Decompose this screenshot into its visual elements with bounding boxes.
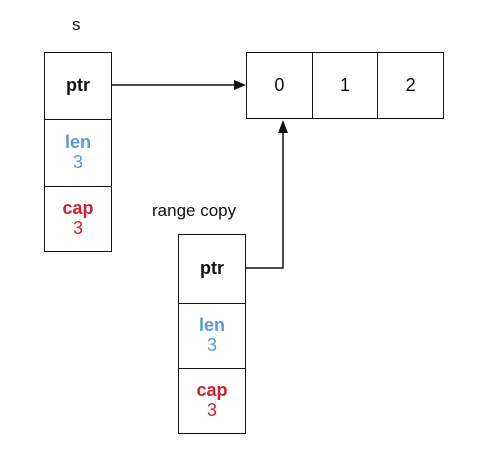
range-copy-cap-value: 3	[206, 400, 217, 420]
range-copy-label: range copy	[152, 201, 237, 220]
slice-s-ptr-label: ptr	[66, 75, 90, 96]
slice-s-cap-field: cap 3	[45, 186, 111, 251]
range-copy-len-label: len	[198, 315, 225, 336]
range-copy-ptr-arrow-line	[246, 131, 284, 269]
range-copy-len-field: len 3	[179, 303, 245, 368]
array-element-2: 2	[377, 53, 443, 118]
range-copy-cap-label: cap	[196, 380, 228, 401]
array-element-1: 1	[311, 53, 378, 118]
slice-s-len-field: len 3	[45, 119, 111, 186]
range-copy-cap-field: cap 3	[179, 368, 245, 433]
slice-s-cap-label: cap	[62, 198, 94, 219]
slice-s-len-label: len	[64, 132, 91, 153]
range-copy-ptr-field: ptr	[179, 235, 245, 303]
slice-s-ptr-arrowhead	[234, 80, 246, 90]
slice-s-len-value: 3	[72, 152, 83, 172]
slice-s-label: s	[72, 15, 81, 34]
range-copy-len-value: 3	[206, 335, 217, 355]
slice-s-ptr-field: ptr	[45, 53, 111, 119]
slice-s-cap-value: 3	[72, 218, 83, 238]
range-copy-ptr-arrowhead	[278, 120, 288, 133]
slice-s-header: ptr len 3 cap 3	[44, 52, 112, 252]
array-element-0: 0	[274, 75, 285, 95]
range-copy-ptr-label: ptr	[200, 258, 224, 279]
backing-array: 0 1 2	[246, 52, 444, 119]
range-copy-header: ptr len 3 cap 3	[178, 234, 246, 434]
